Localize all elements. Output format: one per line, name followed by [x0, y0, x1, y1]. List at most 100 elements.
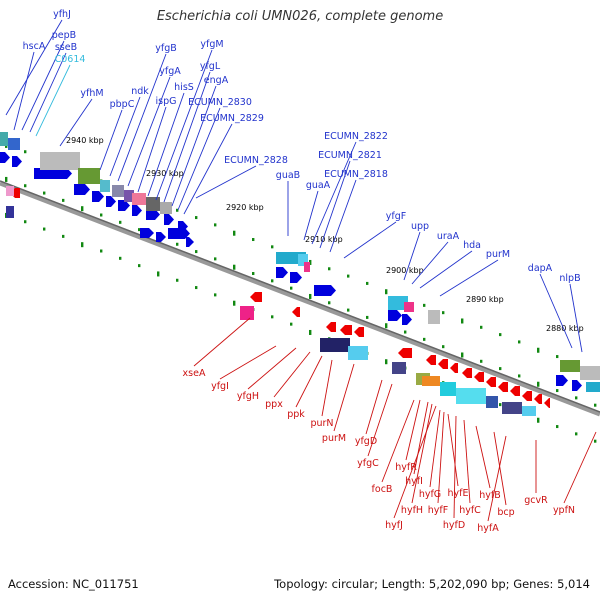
label-leader: [569, 283, 583, 353]
tick-mark: [537, 417, 540, 423]
label-leader: [321, 359, 333, 417]
tick-mark: [328, 301, 331, 305]
tick-mark: [271, 245, 274, 249]
label-leader: [365, 379, 383, 435]
label-leader: [329, 179, 357, 253]
gene-label: guaA: [306, 180, 331, 191]
label-leader: [21, 40, 65, 131]
reverse-gene-arrow: [534, 394, 542, 404]
gene-box: [78, 168, 100, 184]
tick-mark: [461, 352, 464, 358]
gene-label: ECUMN_2828: [224, 155, 288, 166]
reverse-gene-arrow: [354, 327, 364, 337]
gene-box: [112, 185, 124, 197]
label-leader: [5, 19, 63, 116]
label-leader: [59, 98, 93, 147]
gene-box: [486, 396, 498, 408]
reverse-gene-arrow: [292, 307, 300, 317]
label-leader: [195, 165, 257, 199]
gene-label: hyfR: [395, 462, 417, 473]
tick-mark: [480, 359, 483, 363]
gene-box: [0, 132, 8, 146]
tick-mark: [195, 250, 198, 254]
label-leader: [13, 51, 35, 131]
reverse-gene-arrow: [340, 325, 352, 335]
label-leader: [171, 85, 217, 207]
gene-label: engA: [204, 75, 229, 86]
tick-mark: [366, 281, 369, 285]
label-leader: [35, 64, 71, 137]
reverse-gene-arrow: [486, 377, 496, 387]
label-leader: [439, 259, 499, 297]
gene-label: hyfD: [443, 520, 465, 531]
label-leader: [453, 415, 457, 519]
label-leader: [411, 241, 449, 285]
label-leader: [177, 107, 221, 211]
forward-gene-arrow: [290, 272, 302, 283]
tick-mark: [24, 220, 27, 224]
label-leader: [163, 71, 211, 203]
ruler-labels: 2940 kbp 2930 kbp 2920 kbp 2910 kbp 2900…: [66, 136, 584, 333]
gene-label: pbpC: [110, 99, 135, 110]
forward-gene-arrow: [106, 196, 116, 207]
forward-gene-arrow: [74, 184, 90, 195]
gene-label: yfgD: [355, 436, 377, 447]
gene-box: [404, 302, 414, 312]
gene-label: yfgA: [159, 66, 181, 77]
gene-label: guaB: [276, 170, 300, 181]
tick-mark: [233, 230, 236, 236]
gene-box: [6, 206, 14, 218]
forward-gene-arrow: [276, 267, 288, 278]
tick-mark: [309, 259, 312, 265]
label-leader: [193, 317, 251, 367]
gene-label: ppk: [287, 409, 305, 420]
gene-box: [580, 366, 600, 380]
reverse-gene-arrow: [250, 292, 262, 302]
label-leader: [447, 413, 459, 487]
gene-label: dapA: [528, 263, 553, 274]
gene-label: focB: [372, 484, 393, 495]
tick-mark: [366, 315, 369, 319]
reverse-gene-arrow: [450, 363, 458, 373]
label-leader: [147, 92, 185, 197]
gene-label: hscA: [23, 41, 46, 52]
gene-box: [456, 388, 486, 404]
gene-label: hyfH: [401, 505, 423, 516]
tick-mark: [518, 374, 521, 378]
tick-mark: [81, 206, 84, 212]
forward-gene-arrow: [402, 314, 412, 325]
gene-box: [146, 197, 160, 211]
ruler-label: 2900 kbp: [386, 266, 424, 275]
label-leader: [487, 435, 507, 522]
label-leader: [403, 231, 421, 281]
gene-label: ndk: [131, 86, 149, 97]
tick-mark: [119, 256, 122, 260]
tick-mark: [176, 278, 179, 282]
tick-mark: [214, 293, 217, 297]
label-leader: [333, 363, 355, 432]
gene-label: C0614: [55, 54, 86, 65]
gene-label: nlpB: [559, 273, 580, 284]
gene-label: hyfA: [477, 523, 499, 534]
backbone: [0, 180, 600, 417]
forward-gene-arrow: [132, 205, 142, 216]
label-leader: [475, 425, 491, 489]
gene-label: yfhJ: [53, 9, 71, 20]
label-leader: [117, 53, 167, 182]
tick-mark: [347, 308, 350, 312]
gene-box: [240, 306, 254, 320]
tick-mark: [157, 271, 160, 277]
gene-label: yfgM: [200, 39, 223, 50]
label-leader: [411, 403, 433, 504]
tick-mark: [556, 389, 559, 393]
forward-gene-arrow: [186, 237, 194, 247]
tick-mark: [214, 223, 217, 227]
ruler-label: 2930 kbp: [146, 169, 184, 178]
gene-label: ispG: [156, 96, 177, 107]
label-leader: [319, 160, 351, 249]
gene-label: uraA: [437, 231, 460, 242]
label-leader: [419, 250, 473, 289]
gene-box: [392, 362, 406, 374]
label-leaders: [5, 19, 597, 522]
gene-box: [100, 180, 110, 192]
